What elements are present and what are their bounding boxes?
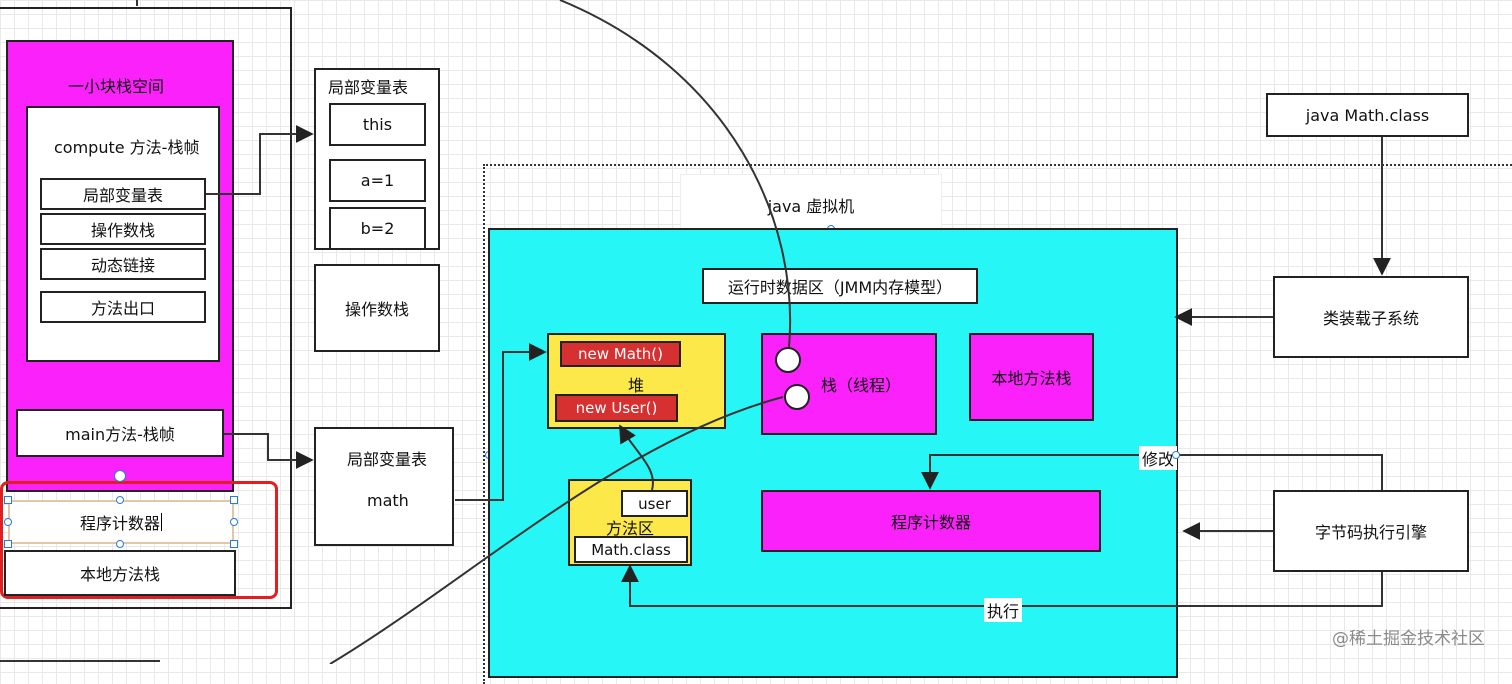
curve-stack-bottom (329, 396, 784, 664)
var-b[interactable]: b=2 (329, 207, 426, 250)
watermark: @稀土掘金技术社区 (1332, 629, 1485, 649)
highlight-frame (0, 481, 278, 599)
local-vars-top-title: 局部变量表 (328, 78, 409, 97)
var-a[interactable]: a=1 (329, 159, 426, 202)
connectors (0, 0, 1391, 664)
resize-handle[interactable] (230, 518, 238, 526)
rotate-handle[interactable] (114, 470, 126, 482)
local-vars-bottom-math: math (367, 491, 409, 510)
jvm-label-box[interactable]: java 虚拟机 (680, 174, 942, 232)
method-area-math-class[interactable]: Math.class (574, 536, 688, 563)
connection-dot[interactable] (784, 384, 810, 410)
connection-dot[interactable] (775, 347, 801, 373)
edge-label-execute: 执行 (984, 598, 1023, 622)
heap-object-math[interactable]: new Math() (560, 341, 681, 367)
heap-object-user[interactable]: new User() (555, 394, 678, 422)
heap-label: 堆 (628, 376, 645, 395)
curve-stack-top (559, 0, 791, 348)
arrow-local-vars (206, 125, 314, 195)
program-counter-left-label: 程序计数器 (79, 514, 160, 533)
resize-handle[interactable] (230, 540, 238, 548)
operand-stack-box[interactable]: 操作数栈 (314, 264, 440, 352)
stack-space-title: 一小块栈空间 (68, 77, 165, 96)
resize-handle[interactable] (116, 496, 124, 504)
method-area-user[interactable]: user (621, 490, 688, 517)
compute-dynamic-link[interactable]: 动态链接 (40, 248, 206, 280)
resize-handle[interactable] (116, 540, 124, 548)
thread-outer-frame[interactable] (0, 7, 292, 609)
resize-handle[interactable] (4, 540, 12, 548)
program-counter-jvm[interactable]: 程序计数器 (761, 490, 1101, 552)
main-frame[interactable]: main方法-栈帧 (16, 409, 224, 457)
class-loader-box[interactable]: 类装载子系统 (1273, 276, 1469, 358)
resize-handle[interactable] (230, 496, 238, 504)
local-vars-bottom[interactable] (314, 427, 454, 546)
runtime-area-title[interactable]: 运行时数据区（JMM内存模型） (702, 268, 978, 304)
resize-handle[interactable] (4, 518, 12, 526)
compute-local-vars[interactable]: 局部变量表 (40, 178, 206, 210)
edge-label-modify: 修改 (1139, 446, 1178, 470)
var-this[interactable]: this (329, 103, 426, 146)
compute-operand-stack[interactable]: 操作数栈 (40, 213, 206, 245)
resize-handle[interactable] (4, 496, 12, 504)
execution-engine-box[interactable]: 字节码执行引擎 (1273, 490, 1469, 572)
compute-frame-title: compute 方法-栈帧 (54, 138, 200, 157)
native-stack-left[interactable]: 本地方法栈 (4, 550, 236, 596)
method-area-label: 方法区 (606, 519, 655, 538)
compute-method-exit[interactable]: 方法出口 (40, 291, 206, 323)
native-stack-jvm[interactable]: 本地方法栈 (969, 333, 1094, 421)
jvm-label: java 虚拟机 (767, 197, 855, 216)
class-file-box[interactable]: java Math.class (1266, 93, 1469, 137)
arrow-user-to-heap (619, 424, 654, 491)
local-vars-bottom-title: 局部变量表 (347, 450, 428, 469)
connection-point[interactable] (1172, 451, 1180, 459)
arrow-main-frame (224, 433, 314, 469)
arrow-math-to-heap (455, 343, 547, 501)
jvm-container[interactable] (483, 164, 1512, 684)
